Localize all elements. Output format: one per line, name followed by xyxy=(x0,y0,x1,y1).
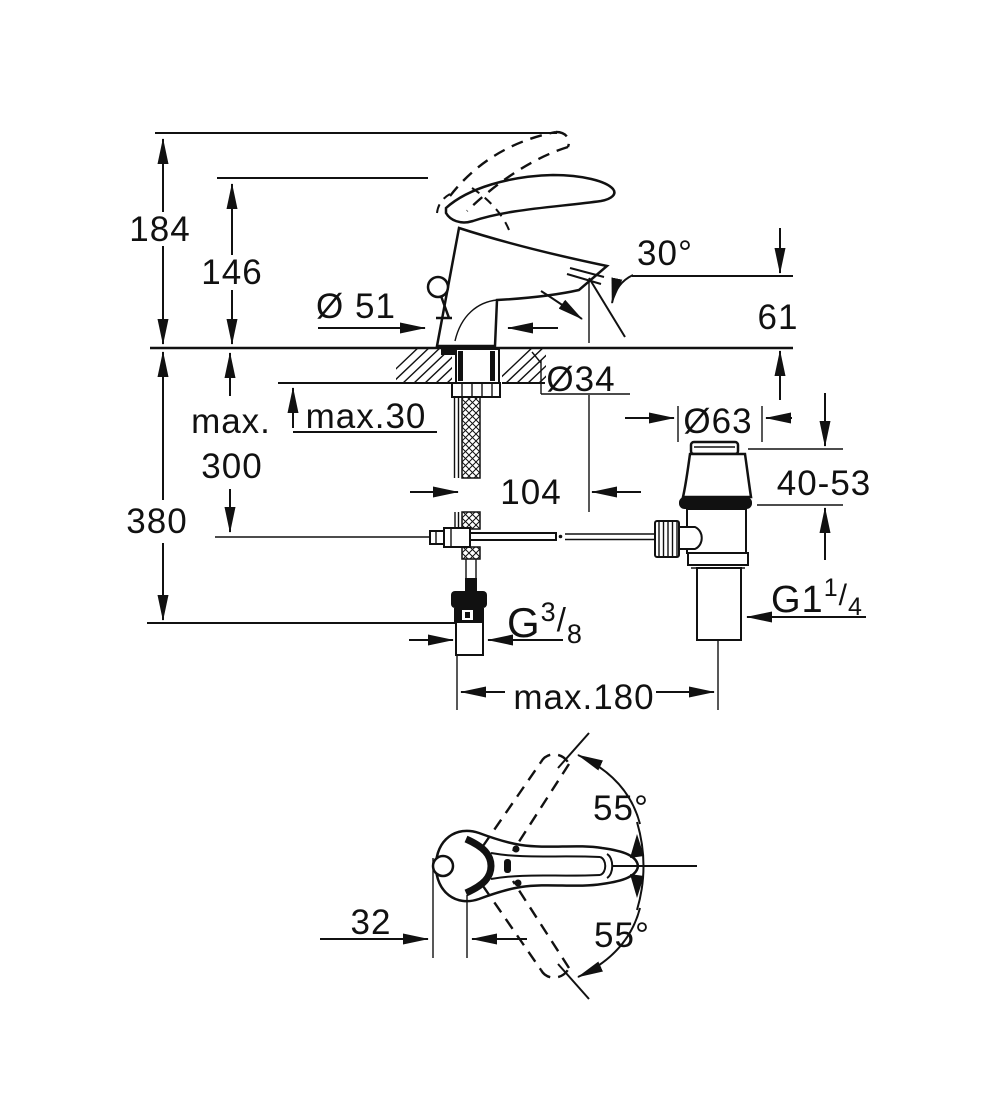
rod-knurled-knob xyxy=(654,520,680,558)
stream-angle-arc-arrow xyxy=(540,290,583,320)
label-dia34: Ø34 xyxy=(546,360,615,399)
label-55-lower: 55° xyxy=(594,916,650,955)
waste-oring xyxy=(679,497,752,509)
label-146: 146 xyxy=(201,253,262,292)
dimension-arrows xyxy=(157,138,866,698)
swivel-leg-lower xyxy=(557,963,590,1000)
lever-down-dashed-1 xyxy=(482,885,542,971)
lever-raised-dashed-top xyxy=(449,130,557,197)
lower-rod-collar xyxy=(465,578,477,592)
lever-down-dashed-tip xyxy=(539,967,571,979)
cartridge-dashed-line xyxy=(471,187,510,231)
label-g114: G11/4 xyxy=(771,574,863,621)
g114-slash: / xyxy=(839,579,848,612)
swivel-arc-upper xyxy=(577,754,641,825)
label-380: 380 xyxy=(126,502,187,541)
waste-plug-cap xyxy=(689,440,740,456)
lever-down-dashed-2 xyxy=(511,880,571,969)
popup-rod-left xyxy=(469,532,557,541)
label-g38: G3/8 xyxy=(507,597,583,649)
label-dia51: Ø 51 xyxy=(316,287,396,326)
water-stream-line xyxy=(588,277,626,338)
lever-closed xyxy=(444,173,616,224)
g38-sup: 3 xyxy=(541,597,557,627)
lever-inner-bottom xyxy=(490,874,601,880)
braided-hose-stub xyxy=(461,546,481,560)
supply-pipe-end xyxy=(455,621,484,656)
label-30deg: 30° xyxy=(637,234,693,273)
label-61: 61 xyxy=(758,298,799,337)
lever-up-dashed-1 xyxy=(482,761,542,847)
g38-base: G xyxy=(507,599,541,646)
lever-raised-dashed-bottom xyxy=(466,145,569,212)
label-300: 300 xyxy=(201,447,262,486)
rod-tee-fitting xyxy=(443,527,471,548)
label-40-53: 40-53 xyxy=(777,464,872,503)
swivel-leg-upper xyxy=(557,732,590,769)
lever-dome-crescent xyxy=(464,835,495,897)
lever-tip-face-inner xyxy=(599,856,607,876)
label-max-word: max. xyxy=(191,402,271,441)
angle30-leader-arrow xyxy=(611,274,634,304)
waste-tailpipe xyxy=(696,567,742,641)
popup-waste-assembly xyxy=(654,440,753,641)
pullrod-knob xyxy=(426,275,450,299)
g114-base: G1 xyxy=(771,579,824,621)
lever-logo-bar xyxy=(504,859,511,873)
lever-up-dashed-2 xyxy=(511,763,571,852)
label-104: 104 xyxy=(500,473,561,512)
waste-coupling-nut xyxy=(687,552,749,566)
lever-back-pin xyxy=(431,854,455,878)
rod-knob-connector xyxy=(678,526,703,550)
pullrod-stem xyxy=(436,295,452,320)
g38-sub: 8 xyxy=(567,619,583,649)
label-max180: max.180 xyxy=(513,678,654,717)
braided-supply-hose xyxy=(461,396,481,479)
g38-slash: / xyxy=(557,601,567,638)
shank-dark-edge-right xyxy=(490,351,495,381)
label-184: 184 xyxy=(129,210,190,249)
dimension-labels: 184 146 Ø 51 30° 61 Ø34 max.30 max. 300 … xyxy=(126,210,872,955)
g114-sup: 1 xyxy=(824,574,839,602)
below-deck-assembly xyxy=(429,348,655,656)
lever-raised-dashed-back xyxy=(436,193,451,214)
hose-nut-band-1 xyxy=(451,591,487,608)
faucet-body xyxy=(435,226,610,348)
label-32: 32 xyxy=(351,903,392,942)
g114-sub: 4 xyxy=(848,593,863,621)
aerator-line-2 xyxy=(566,273,602,285)
shank-dark-edge-left xyxy=(458,351,463,381)
lever-dot-bottom xyxy=(514,879,522,887)
swivel-arrowhead-down xyxy=(630,874,644,898)
dia34-leader xyxy=(531,351,630,395)
rod-break-mark xyxy=(558,534,563,539)
waste-cone xyxy=(681,452,753,499)
swivel-arrowhead-up xyxy=(630,834,644,858)
rod-end-cap xyxy=(429,530,445,545)
lever-top-view xyxy=(320,732,697,1000)
lever-up-dashed-tip xyxy=(539,753,571,765)
swivel-arc-vertical xyxy=(636,821,645,911)
mounting-nut xyxy=(451,382,501,398)
lever-inner-top xyxy=(490,852,601,858)
braided-hose-lower xyxy=(461,511,481,530)
swivel-arc-lower xyxy=(577,907,641,978)
label-55-upper: 55° xyxy=(593,789,649,828)
faucet-side-view xyxy=(426,130,626,355)
label-dia63: Ø63 xyxy=(683,402,752,441)
deck-section-hatching xyxy=(396,349,546,382)
lever-raised-dashed-tip xyxy=(555,130,570,148)
aerator-line-1 xyxy=(569,267,605,278)
label-max30: max.30 xyxy=(306,397,427,436)
body-front-curve xyxy=(454,299,498,342)
